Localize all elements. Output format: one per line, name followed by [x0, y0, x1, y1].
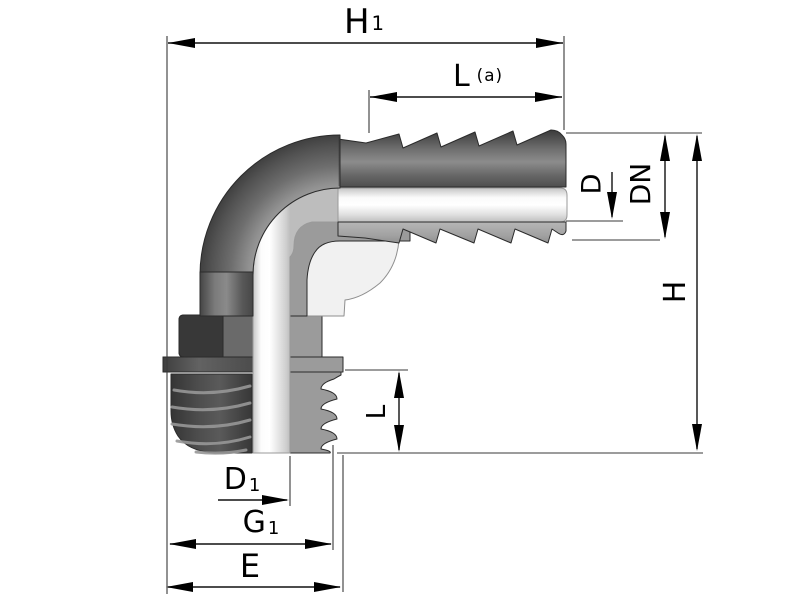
dimension-arrows	[166, 38, 702, 592]
dim-label-h1-main: H	[343, 2, 370, 42]
dim-label-h-main: H	[658, 280, 693, 304]
bore-horizontal	[337, 187, 568, 223]
arrow-g1-left	[169, 539, 196, 549]
dim-label-d-main: D	[576, 173, 608, 195]
arrow-e-right	[314, 582, 341, 592]
dim-label-g1-main: G	[242, 505, 266, 540]
dim-label-h1-sub: 1	[371, 12, 385, 36]
dim-label-la-main: L	[452, 59, 470, 94]
dim-label-la-suffix: (a)	[476, 65, 504, 86]
arrow-h1-right	[536, 38, 563, 48]
dim-label-d: D	[576, 173, 608, 195]
arrow-h-down	[692, 424, 702, 451]
dim-label-h: H	[658, 280, 693, 304]
arrow-h1-left	[168, 38, 195, 48]
dim-label-g1-sub: 1	[267, 517, 280, 539]
dim-label-dn: DN	[624, 162, 657, 206]
arrow-l-down	[394, 425, 404, 452]
flange-left-face	[162, 356, 254, 373]
arrow-la-left	[370, 92, 397, 102]
arrow-d1-right	[262, 495, 289, 505]
sectioned-thread	[289, 371, 342, 454]
hose-barb-top	[337, 129, 567, 188]
hose-barb-bottom-profile	[337, 221, 567, 244]
arrow-d-down	[607, 192, 617, 219]
dim-label-dn-main: DN	[624, 162, 657, 206]
dim-label-la: L (a)	[453, 62, 503, 92]
dimension-extension-lines	[166, 36, 703, 594]
arrow-la-right	[535, 92, 562, 102]
dim-label-l: L	[362, 404, 392, 420]
thread-ridges	[170, 384, 252, 455]
external-thread	[170, 373, 253, 455]
arrow-e-left	[166, 582, 193, 592]
dim-label-d1-main: D	[223, 462, 247, 497]
hex-face-mid	[222, 314, 254, 358]
arrow-h-up	[692, 134, 702, 161]
dim-label-d1-sub: 1	[248, 474, 261, 496]
dim-label-e-main: E	[239, 547, 261, 585]
arrow-dn-down	[660, 212, 670, 239]
hex-nut	[178, 314, 323, 358]
dim-label-e: E	[240, 550, 260, 582]
hex-face-dark	[178, 314, 224, 358]
arrow-dn-up	[660, 134, 670, 161]
elbow-outer-surface	[199, 134, 341, 276]
vertical-tube-outer	[199, 271, 254, 317]
arrow-l-up	[394, 371, 404, 398]
fitting-body	[162, 129, 568, 455]
arrow-g1-right	[305, 539, 332, 549]
dim-label-l-main: L	[362, 404, 392, 420]
